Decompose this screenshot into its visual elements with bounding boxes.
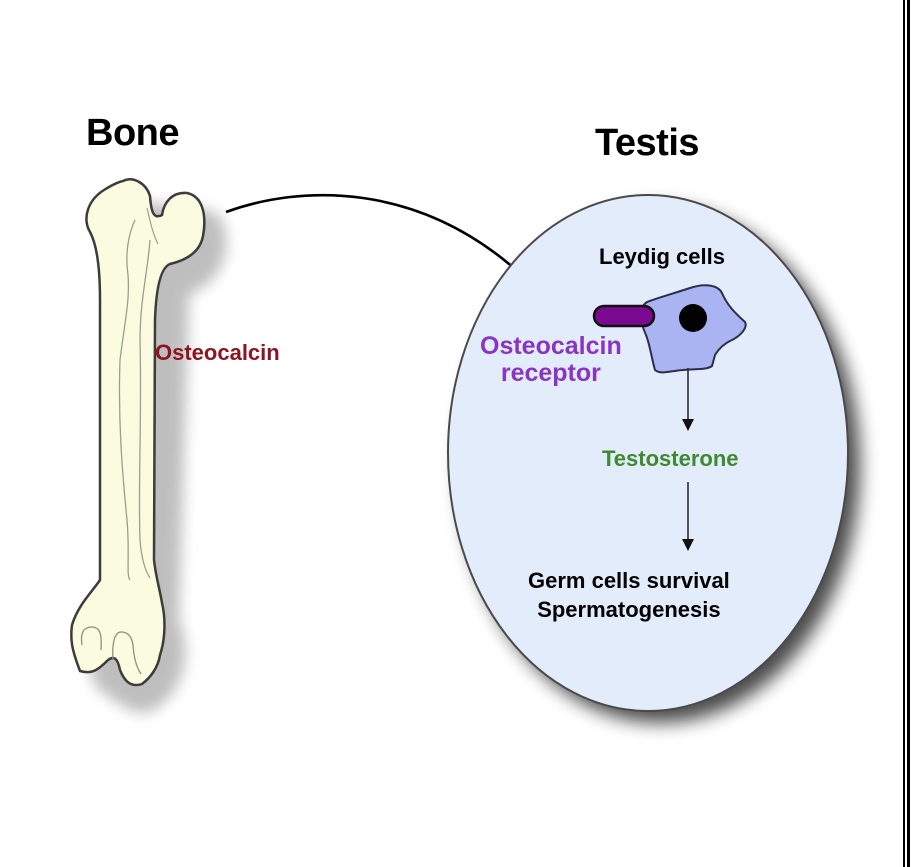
cell-nucleus (679, 304, 707, 332)
testis-ellipse (447, 194, 849, 712)
leydig-cell (592, 284, 747, 374)
leydig-cells-label: Leydig cells (599, 244, 725, 269)
outcome-label: Germ cells survival Spermatogenesis (528, 566, 730, 624)
testosterone-label: Testosterone (602, 446, 739, 471)
bone-shape (70, 178, 206, 687)
osteocalcin-label: Osteocalcin (155, 340, 280, 365)
frame-border (903, 0, 910, 867)
osteocalcin-receptor-label: Osteocalcin receptor (480, 333, 622, 387)
outcome-line-spermatogenesis: Spermatogenesis (537, 597, 721, 622)
bone-illustration (70, 178, 227, 713)
bone-title: Bone (86, 112, 180, 154)
testis-title: Testis (595, 122, 700, 164)
receptor-label-line-1: Osteocalcin (480, 332, 622, 360)
outcome-line-germ-cells: Germ cells survival (528, 568, 730, 593)
bone-to-testis-arrow (225, 193, 529, 282)
testis-organ (447, 194, 860, 723)
receptor-label-line-2: receptor (500, 359, 601, 387)
osteocalcin-receptor-shape (592, 304, 656, 328)
